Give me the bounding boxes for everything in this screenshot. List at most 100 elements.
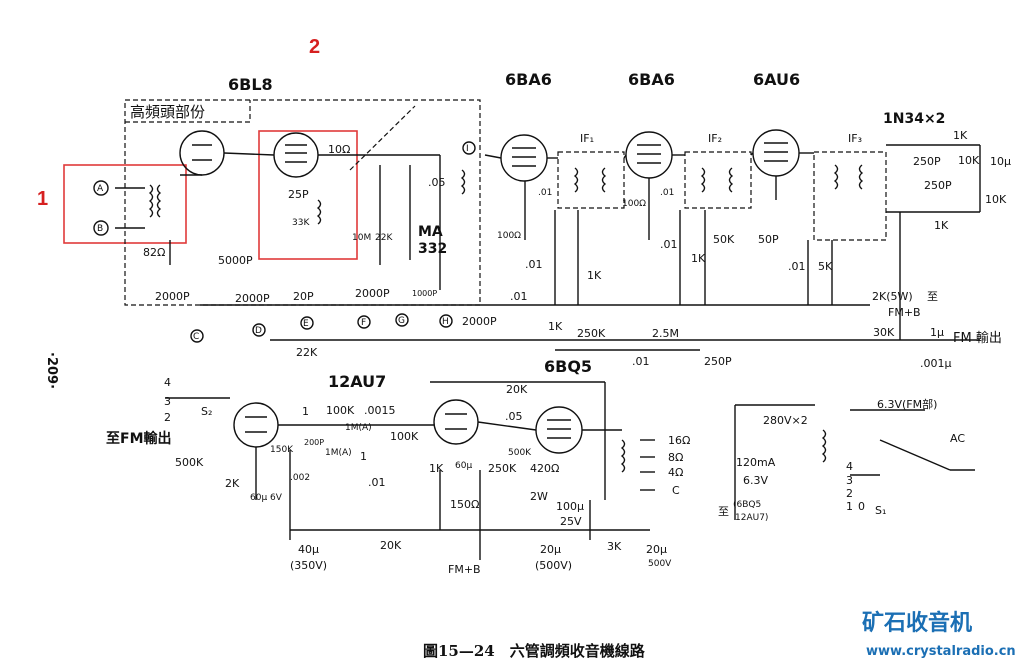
r100k2: 100K	[390, 430, 419, 443]
tube-label-6bl8: 6BL8	[228, 75, 273, 94]
r2k5w: 2K(5W)	[872, 290, 913, 303]
ma332b: 332	[418, 241, 447, 257]
ac: AC	[950, 432, 965, 445]
r500k2: 500K	[508, 448, 532, 458]
tube-6ba6-2	[625, 131, 673, 179]
r5k: 5K	[818, 260, 833, 273]
to-fmb: 至	[927, 290, 938, 303]
c10u: 10μ	[990, 155, 1011, 168]
figure-caption: 圖15—24 六管調頻收音機線路	[423, 642, 646, 660]
r10k: 10K	[958, 154, 980, 167]
r50k: 50K	[713, 233, 735, 246]
sw4: 4	[846, 460, 853, 473]
r250k: 250K	[577, 327, 606, 340]
c2000a: 2000P	[155, 290, 190, 303]
c001: .001μ	[920, 357, 952, 370]
r30k: 30K	[873, 326, 895, 339]
v500: (500V)	[535, 559, 572, 572]
v25: 25V	[560, 515, 582, 528]
c2000b: 2000P	[235, 292, 270, 305]
tube-label-6au6: 6AU6	[753, 70, 800, 89]
r33k: 33K	[292, 218, 310, 228]
out-8: 8Ω	[668, 451, 683, 464]
out-4: 4Ω	[668, 466, 683, 479]
tube-6bq5	[535, 406, 583, 454]
r500k: 500K	[175, 456, 204, 469]
tube-6bl8-triode	[179, 130, 225, 176]
sw0: 0	[858, 500, 865, 513]
r20k2: 20K	[380, 539, 402, 552]
c250p: 250P	[913, 155, 941, 168]
c01h: .01	[368, 476, 386, 489]
if2-can	[684, 151, 752, 209]
tube-12au7-b	[433, 399, 479, 445]
node-i: I	[466, 144, 469, 154]
r250k2: 250K	[488, 462, 517, 475]
node-a: A	[97, 184, 104, 194]
r22k: 22K	[296, 346, 318, 359]
node-4: 4	[164, 376, 171, 389]
ma332a: MA	[418, 224, 443, 240]
node-2: 2	[164, 411, 171, 424]
tube-12au7	[233, 402, 279, 448]
callout-box-2	[258, 130, 358, 260]
d280: 280V×2	[763, 414, 808, 427]
r1ke: 1K	[934, 219, 949, 232]
tuner-label: 高頻頭部份	[130, 103, 205, 121]
node-g: G	[398, 316, 405, 326]
node-f: F	[361, 318, 366, 328]
c60u2: 60μ	[455, 461, 472, 471]
r10k2: 10K	[985, 193, 1007, 206]
c05b: .05	[505, 410, 523, 423]
c2000d: 2000P	[462, 315, 497, 328]
wiring	[115, 144, 981, 560]
r1ka: 1K	[587, 269, 602, 282]
tube-label-6bq5: 6BQ5	[544, 357, 592, 376]
r100a: 100Ω	[497, 231, 521, 241]
r20k: 20K	[506, 383, 528, 396]
r1kd: 1K	[953, 129, 968, 142]
c002: .002	[290, 473, 310, 483]
r420: 420Ω	[530, 462, 559, 475]
tube-6bl8-pentode	[273, 132, 319, 178]
node-3: 3	[164, 395, 171, 408]
tube-label-6ba6-1: 6BA6	[505, 70, 552, 89]
node-e: E	[303, 319, 309, 329]
fmb: FM+B	[888, 306, 921, 319]
c250p3: 250P	[704, 355, 732, 368]
tube-6au6	[752, 129, 800, 177]
out-16: 16Ω	[668, 434, 690, 447]
c01g: .01	[632, 355, 650, 368]
r1kb: 1K	[691, 252, 706, 265]
c25p: 25P	[288, 188, 309, 201]
node-d: D	[255, 326, 262, 336]
r82: 82Ω	[143, 246, 165, 259]
c1b: 1	[360, 450, 367, 463]
if2-label: IF₂	[708, 132, 722, 145]
c01d: .01	[660, 238, 678, 251]
r1k2: 1K	[429, 462, 444, 475]
c05: .05	[428, 176, 446, 189]
c20u2: 20μ	[646, 543, 667, 556]
v500b: 500V	[648, 559, 672, 569]
if3-can	[813, 151, 887, 241]
watermark-brand: 矿石收音机	[862, 610, 972, 636]
c1000: 1000P	[412, 289, 437, 298]
component-labels: 高頻頭部份 1N34×2 IF₁ IF₂ IF₃ A B C D E F G H…	[44, 103, 1011, 576]
c20p: 20P	[293, 290, 314, 303]
to-fm-out: 至FM輸出	[106, 430, 172, 447]
node-b: B	[97, 224, 103, 234]
out-c: C	[672, 484, 680, 497]
c01f: .01	[510, 290, 528, 303]
c1: 1	[302, 405, 309, 418]
sw2: 2	[846, 487, 853, 500]
tube-6ba6-1	[500, 134, 548, 182]
r100b: 100Ω	[622, 199, 646, 209]
heat1: (6BQ5	[733, 500, 761, 510]
c2000c: 2000P	[355, 287, 390, 300]
r2w: 2W	[530, 490, 548, 503]
s2: S₂	[201, 405, 212, 418]
sw1: 1	[846, 500, 853, 513]
c40u: 40μ	[298, 543, 319, 556]
c100u: 100μ	[556, 500, 584, 513]
